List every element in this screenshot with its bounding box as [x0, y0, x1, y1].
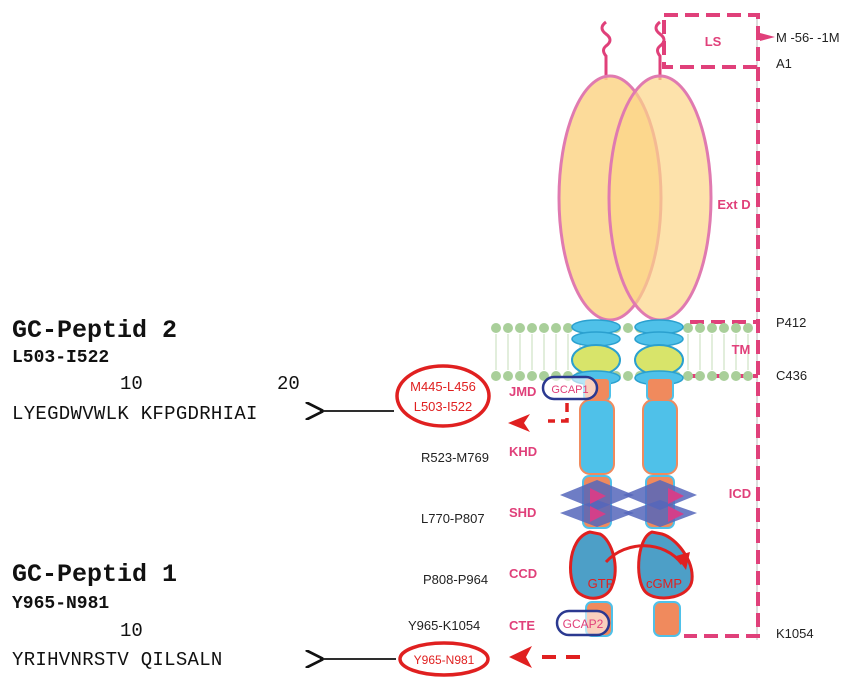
khd-left: [580, 400, 614, 474]
jmd-right: [647, 378, 673, 400]
tm-label: TM: [732, 342, 751, 357]
shd-label: SHD: [509, 505, 536, 520]
marker-a1: A1: [776, 56, 792, 71]
transmembrane-right: [635, 320, 683, 385]
extd-label: Ext D: [717, 197, 750, 212]
marker-p412: P412: [776, 315, 806, 330]
cte-range: Y965-N981: [414, 653, 475, 667]
marker-c436: C436: [776, 368, 807, 383]
shd-right: [623, 476, 697, 528]
cte-range-label: Y965-K1054: [408, 618, 480, 633]
gcap1-label: GCAP1: [551, 384, 588, 396]
jmd-range-2: L503-I522: [414, 399, 473, 414]
cte-label: CTE: [509, 618, 535, 633]
shd-range: L770-P807: [421, 511, 485, 526]
membrane-bilayer: [491, 323, 753, 381]
jmd-arrowhead-icon: [508, 414, 530, 432]
icd-label: ICD: [729, 486, 751, 501]
cte-right: [654, 602, 680, 636]
extracellular-domain-right: [609, 76, 711, 320]
gcap2-label: GCAP2: [563, 617, 604, 631]
ccd-range: P808-P964: [423, 572, 488, 587]
ls-pointer-icon: [760, 33, 775, 41]
gtp-label: GTP: [588, 576, 615, 591]
khd-range: R523-M769: [421, 450, 489, 465]
ls-label: LS: [705, 34, 722, 49]
marker-k1054: K1054: [776, 626, 814, 641]
squiggle-left-icon: [602, 22, 610, 80]
marker-m56: M -56- -1M: [776, 30, 840, 45]
shd-left: [560, 476, 634, 528]
cgmp-label: cGMP: [646, 576, 682, 591]
khd-right: [643, 400, 677, 474]
jmd-peptide-highlight: [397, 366, 489, 426]
cte-arrowhead-icon: [509, 646, 532, 668]
jmd-dashed-arrow: [548, 403, 567, 421]
jmd-label: JMD: [509, 384, 536, 399]
ccd-label: CCD: [509, 566, 537, 581]
transmembrane-left: [572, 320, 620, 385]
jmd-range-1: M445-L456: [410, 379, 476, 394]
khd-label: KHD: [509, 444, 537, 459]
